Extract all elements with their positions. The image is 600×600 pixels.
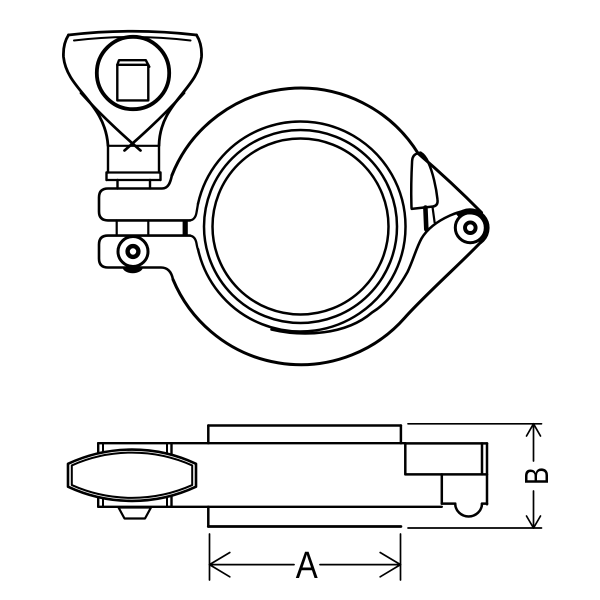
svg-text:A: A	[296, 545, 319, 587]
svg-text:B: B	[518, 467, 555, 485]
